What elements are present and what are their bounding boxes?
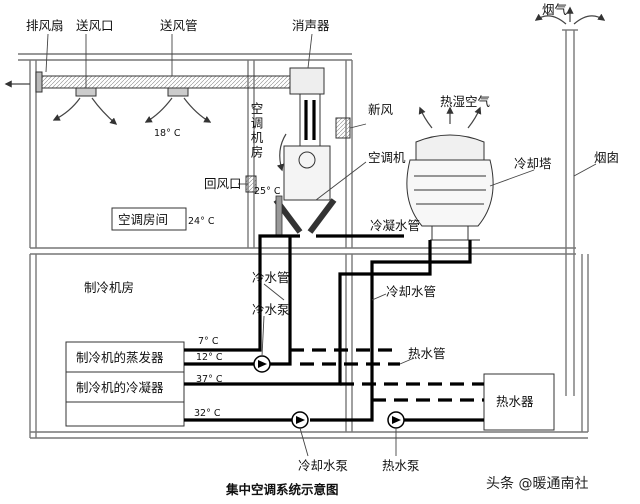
ac-unit — [245, 117, 351, 237]
ac-room-label-box — [111, 207, 187, 231]
label-chiller-room: 制冷机房 — [84, 280, 134, 295]
label-chimney: 烟囱 — [594, 150, 619, 165]
evaporator-box — [65, 341, 185, 373]
fresh-air-damper-icon — [335, 117, 351, 139]
label-supply-duct: 送风管 — [160, 18, 198, 33]
supply-air-arrows — [52, 97, 212, 125]
cooling-water-pump-icon — [291, 411, 309, 429]
label-hot-pump: 热水泵 — [382, 458, 420, 473]
temp-cond-in: 32° C — [194, 408, 221, 419]
cooling-tower-icon — [406, 106, 494, 240]
label-fresh-air: 新风 — [368, 102, 394, 117]
chilled-water-pump-icon — [253, 355, 271, 373]
label-chilled-pipe: 冷水管 — [252, 270, 290, 285]
temp-evap-out: 7° C — [198, 336, 219, 347]
label-evaporator: 制冷机的蒸发器 — [76, 350, 164, 365]
label-hot-water-pipe: 热水管 — [408, 346, 446, 361]
supply-duct — [4, 67, 325, 147]
building-walls — [18, 29, 589, 439]
watermark: 头条 @暖通南社 — [486, 475, 588, 492]
temp-room-supply: 18° C — [154, 128, 181, 139]
label-condenser: 制冷机的冷凝器 — [76, 380, 164, 395]
label-condensate-pipe: 冷凝水管 — [370, 218, 420, 233]
exhaust-fan-icon — [35, 71, 43, 93]
condenser-box — [65, 371, 185, 403]
label-supply-outlet: 送风口 — [76, 18, 114, 33]
temp-room: 24° C — [188, 216, 215, 227]
label-hot-humid-air: 热湿空气 — [440, 94, 491, 109]
label-chilled-pump: 冷水泵 — [252, 302, 290, 317]
label-water-heater: 热水器 — [496, 394, 534, 409]
diagram-title: 集中空调系统示意图 — [225, 482, 339, 497]
chiller-bottom-box — [65, 401, 185, 427]
leader-lines — [45, 33, 597, 457]
label-flue-gas: 烟气 — [542, 2, 568, 17]
temp-evap-in: 12° C — [196, 352, 223, 363]
water-heater-box — [483, 373, 555, 431]
pipes — [184, 234, 484, 422]
label-cooling-tower: 冷却塔 — [514, 156, 552, 171]
label-return-outlet: 回风口 — [204, 176, 242, 191]
flue-gas-arrows — [534, 6, 606, 25]
label-ac-room-vertical: 空调机房 — [249, 102, 264, 160]
supply-outlet-1 — [75, 87, 97, 97]
hot-water-pump-icon — [387, 411, 405, 429]
label-ac-unit: 空调机 — [368, 150, 406, 165]
label-ac-room: 空调房间 — [118, 212, 168, 227]
temp-cond-out: 37° C — [196, 374, 223, 385]
labels: 排风扇 送风口 送风管 消声器 烟气 新风 热湿空气 空调机 冷却塔 烟囱 回风… — [26, 2, 619, 497]
label-muffler: 消声器 — [292, 18, 330, 33]
label-cooling-water-pipe: 冷却水管 — [386, 284, 436, 299]
label-exhaust-fan: 排风扇 — [26, 18, 64, 33]
temp-room-return: 25° C — [254, 186, 281, 197]
supply-outlet-2 — [167, 87, 189, 97]
label-cooling-pump: 冷却水泵 — [298, 458, 348, 473]
